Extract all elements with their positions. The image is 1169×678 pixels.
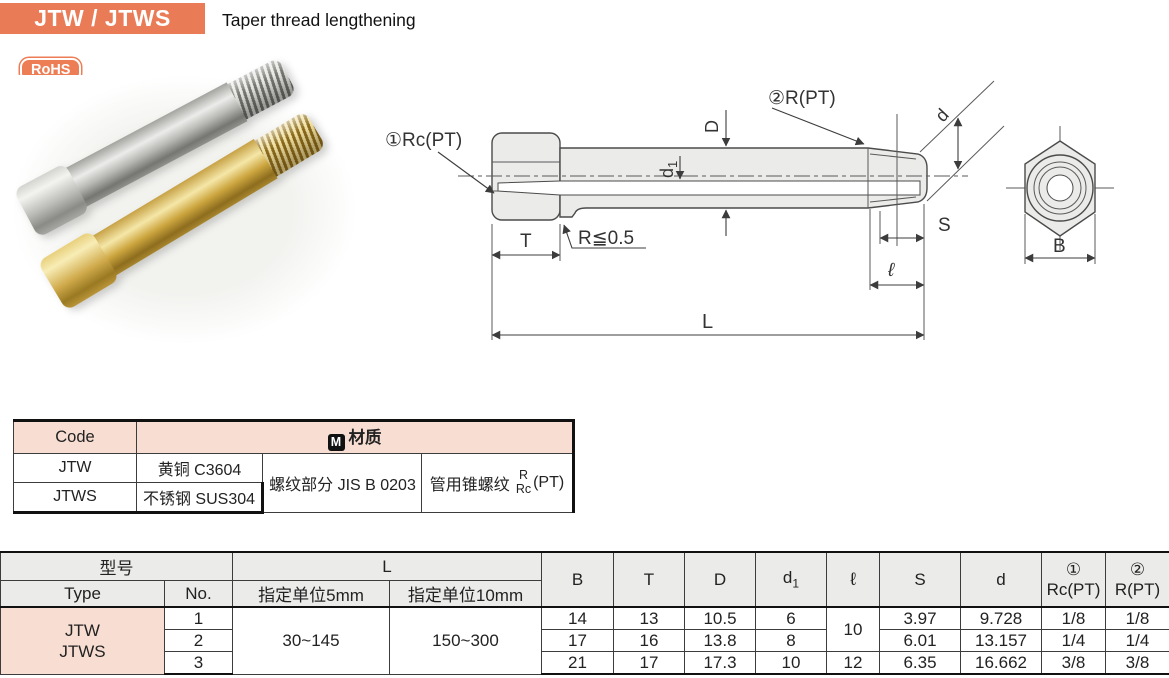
product-code-banner: JTW / JTWS [0, 3, 205, 34]
spec-header-S: S [879, 551, 961, 608]
spec-B-2: 17 [541, 629, 614, 652]
dim-B: B [1053, 236, 1066, 257]
dim-d: d [931, 105, 952, 126]
spec-header-d1-base: d [782, 568, 793, 588]
circled-1: ① [1065, 559, 1082, 579]
materials-header-code: Code [13, 419, 137, 454]
product-code: JTW / JTWS [34, 5, 171, 31]
dim-D: D [702, 120, 722, 133]
dim-ell: ℓ [887, 260, 895, 281]
spec-header-row-2: Type No. 指定单位5mm 指定单位10mm [0, 580, 1169, 608]
spec-r-3: 3/8 [1105, 651, 1169, 675]
spec-header-row-1: 型号 L B T D d1 ℓ S d ① Rc(PT) ② R(PT) [0, 551, 1169, 608]
spec-S-3: 6.35 [879, 651, 961, 675]
taper-r-rc-stack: R Rc [515, 467, 532, 497]
spec-header-rc-label: Rc(PT) [1046, 579, 1101, 599]
taper-pt: (PT) [533, 473, 565, 491]
spec-r-1: 1/8 [1105, 606, 1169, 630]
spec-type-jtw: JTW [65, 620, 100, 640]
spec-d-1: 9.728 [960, 606, 1042, 630]
spec-d1-2: 8 [755, 629, 827, 652]
spec-d-3: 16.662 [960, 651, 1042, 675]
spec-rc-1: 1/8 [1041, 606, 1106, 630]
spec-header-T: T [613, 551, 685, 608]
spec-d1-1: 6 [755, 606, 827, 630]
fillet-note: R≦0.5 [578, 228, 634, 249]
page-title: Taper thread lengthening [222, 9, 416, 30]
product-photo [12, 57, 357, 345]
spec-header-no: No. [164, 580, 233, 608]
materials-row-jtw: JTW 黄铜 C3604 螺纹部分 JIS B 0203 管用锥螺纹 R Rc … [13, 452, 576, 513]
spec-header-r-pt: ② R(PT) [1105, 551, 1169, 608]
material-icon: M [327, 433, 345, 451]
materials-header-material-label: 材质 [348, 429, 382, 447]
materials-code-jtw: JTW [13, 452, 137, 483]
spec-header-d1-sub: 1 [792, 576, 800, 591]
materials-material-jtw: 黄铜 C3604 [136, 452, 263, 483]
spec-rc-3: 3/8 [1041, 651, 1106, 675]
materials-row-jtws: JTWS 不锈钢 SUS304 [13, 481, 574, 514]
spec-ell-1-2: 10 [826, 606, 880, 652]
spec-ell-3: 12 [826, 651, 880, 675]
spec-no-3: 3 [164, 651, 233, 675]
spec-header-B: B [541, 551, 614, 608]
spec-header-L5: 指定单位5mm [232, 580, 390, 608]
spec-header-d: d [960, 551, 1042, 608]
spec-D-2: 13.8 [684, 629, 756, 652]
spec-header-rc-pt: ① Rc(PT) [1041, 551, 1106, 608]
spec-d1-3: 10 [755, 651, 827, 675]
spec-T-3: 17 [613, 651, 685, 675]
taper-thread-note: 管用锥螺纹 R Rc (PT) [420, 452, 576, 513]
spec-table: 型号 L B T D d1 ℓ S d ① Rc(PT) ② R(PT) [0, 551, 1169, 675]
drawing-bore-circle [1046, 174, 1074, 202]
label-r-pt: ②R(PT) [768, 88, 836, 109]
spec-header-L: L [232, 551, 542, 581]
spec-type-cell: JTW JTWS [0, 606, 165, 675]
spec-header-d1: d1 [755, 551, 827, 608]
spec-row-3: 3 21 17 17.3 10 12 6.35 16.662 3/8 3/8 [1, 651, 1169, 675]
spec-B-1: 14 [541, 606, 614, 630]
spec-type-jtws: JTWS [59, 641, 106, 661]
spec-d-2: 13.157 [960, 629, 1042, 652]
spec-header-r-label: R(PT) [1114, 579, 1161, 599]
spec-no-1: 1 [164, 606, 233, 630]
spec-row-1: JTW JTWS 1 30~145 150~300 14 13 10.5 6 1… [0, 606, 1169, 675]
spec-L5-range: 30~145 [232, 606, 390, 675]
dim-d1: d1 [657, 161, 680, 178]
spec-header-L10: 指定单位10mm [389, 580, 542, 608]
materials-code-jtws: JTWS [13, 481, 137, 514]
spec-r-2: 1/4 [1105, 629, 1169, 652]
spec-T-2: 16 [613, 629, 685, 652]
spec-L10-range: 150~300 [389, 606, 542, 675]
spec-D-3: 17.3 [684, 651, 756, 675]
spec-header-model: 型号 [0, 551, 233, 581]
spec-D-1: 10.5 [684, 606, 756, 630]
spec-T-1: 13 [613, 606, 685, 630]
spec-B-3: 21 [541, 651, 614, 675]
materials-material-jtws: 不锈钢 SUS304 [136, 481, 264, 514]
taper-r: R [518, 467, 528, 482]
spec-header-ell: ℓ [826, 551, 880, 608]
drawing-bore-section [497, 180, 921, 196]
spec-S-1: 3.97 [879, 606, 961, 630]
spec-header-D: D [684, 551, 756, 608]
spec-no-2: 2 [164, 629, 233, 652]
taper-label: 管用锥螺纹 [429, 476, 510, 494]
thread-spec-note: 螺纹部分 JIS B 0203 [262, 452, 422, 513]
spec-rc-2: 1/4 [1041, 629, 1106, 652]
dim-L: L [702, 311, 713, 333]
spec-S-2: 6.01 [879, 629, 961, 652]
spec-row-2: 2 17 16 13.8 8 6.01 13.157 1/4 1/4 [1, 629, 1169, 652]
taper-rc: Rc [515, 481, 532, 496]
dim-S: S [938, 215, 951, 236]
spec-header-type: Type [0, 580, 165, 608]
dim-T: T [520, 231, 532, 252]
circled-2: ② [1129, 559, 1146, 579]
technical-drawing: ①Rc(PT) ②R(PT) D d1 d T R≦0.5 S ℓ L B [385, 80, 1114, 340]
label-rc-pt: ①Rc(PT) [385, 130, 462, 151]
